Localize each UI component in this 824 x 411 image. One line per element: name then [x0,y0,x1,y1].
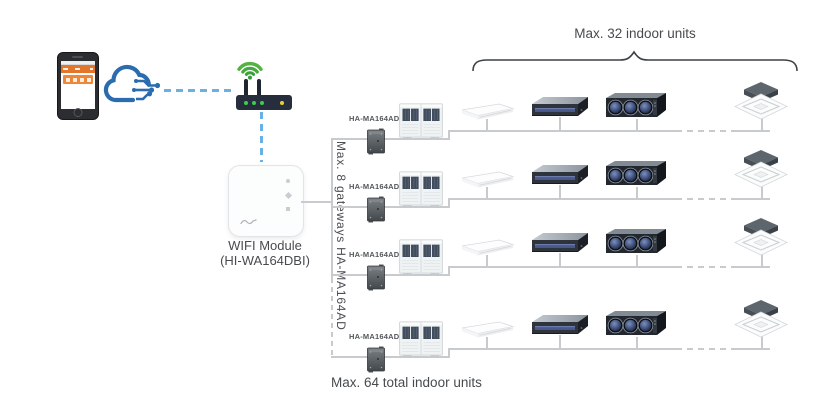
router-module-link [260,112,263,162]
phone-status-bar [61,61,95,65]
indoor-units-brace [472,50,798,72]
iot-cloud-icon [103,64,161,103]
outdoor-unit-icon [398,102,444,140]
total-indoor-units-label: Max. 64 total indoor units [331,375,482,390]
gateway-label: HA-MA164AD [349,250,400,259]
indoor-bus-line [448,266,676,268]
wifi-module-device [228,165,304,237]
unit-drop-line [761,248,763,267]
ducted-indoor-unit-icon [529,161,589,187]
indoor-bus-line-end [734,266,770,268]
gateway-bus-vertical-dashed [331,278,333,358]
cassette-indoor-unit-icon [733,81,789,121]
phone-app-screen [61,61,95,109]
outdoor-unit-icon [398,170,444,208]
wifi-signal-icon [237,62,263,80]
gateway-outdoor-line [331,356,450,358]
wifi-router-icon [236,95,292,110]
unit-drop-line [761,180,763,199]
module-bus-link [301,201,333,203]
indoor-bus-dashed [676,198,734,200]
underceiling-indoor-unit-icon [459,102,515,122]
unit-drop-line [636,337,638,349]
underceiling-indoor-unit-icon [459,320,515,340]
phone-speaker [72,56,83,58]
unit-drop-line [636,187,638,199]
bus-step-line [448,267,450,276]
unit-drop-line [486,337,488,349]
cassette-indoor-unit-icon [733,299,789,339]
unit-drop-line [761,112,763,131]
gateway-label: HA-MA164AD [349,332,400,341]
bus-step-line [448,199,450,208]
wifi-module-model: (HI-WA164DBI) [220,253,310,268]
ducted-indoor-unit-icon [529,93,589,119]
gateway-outdoor-line [331,138,450,140]
router-antenna [257,79,261,96]
indoor-bus-line-end [734,348,770,350]
unit-drop-line [636,119,638,131]
indoor-bus-line [448,198,676,200]
unit-drop-line [486,255,488,267]
unit-drop-line [559,185,561,199]
gateway-row: HA-MA164AD [330,217,810,309]
gateway-row: HA-MA164AD [330,149,810,241]
cassette-indoor-unit-icon [733,149,789,189]
app-header-bar [61,65,95,73]
high-static-ducted-indoor-unit-icon [604,157,668,187]
gateway-label: HA-MA164AD [349,182,400,191]
max-gateways-label: Max. 8 gateways HA-MA164AD [334,141,348,331]
unit-drop-line [559,253,561,267]
wifi-module-title: WIFI Module [228,238,302,253]
gateway-outdoor-line [331,206,450,208]
indoor-bus-dashed [676,266,734,268]
router-led [280,100,284,105]
gateway-row: HA-MA164AD [330,81,810,173]
router-antenna [244,79,248,96]
indoor-bus-dashed [676,348,734,350]
indoor-bus-line [448,348,676,350]
unit-drop-line [761,330,763,349]
router-led [260,100,264,105]
gateway-device-icon [366,346,386,373]
unit-drop-line [486,119,488,131]
gateway-bus-vertical [331,138,333,278]
unit-drop-line [486,187,488,199]
ducted-indoor-unit-icon [529,229,589,255]
app-banner [63,75,93,84]
unit-drop-line [559,335,561,349]
router-led [244,100,248,105]
max-indoor-units-label: Max. 32 indoor units [574,26,696,41]
gateway-outdoor-line [331,274,450,276]
unit-drop-line [559,117,561,131]
high-static-ducted-indoor-unit-icon [604,307,668,337]
gateway-device-icon [366,264,386,291]
indoor-bus-line-end [734,130,770,132]
underceiling-indoor-unit-icon [459,170,515,190]
phone-home-button [73,108,83,117]
module-logo [240,219,257,225]
cassette-indoor-unit-icon [733,217,789,257]
unit-drop-line [636,255,638,267]
module-indicator-icon [286,207,290,211]
gateway-label: HA-MA164AD [349,114,400,123]
outdoor-unit-icon [398,320,444,358]
module-indicator-icon [286,179,290,183]
smartphone-icon [57,52,99,120]
underceiling-indoor-unit-icon [459,238,515,258]
ducted-indoor-unit-icon [529,311,589,337]
cloud-router-link [164,89,236,92]
bus-step-line [448,349,450,358]
gateway-row: HA-MA164AD [330,299,810,391]
bus-step-line [448,131,450,140]
indoor-bus-line-end [734,198,770,200]
indoor-bus-line [448,130,676,132]
outdoor-unit-icon [398,238,444,276]
high-static-ducted-indoor-unit-icon [604,89,668,119]
module-indicator-icon [284,191,293,200]
indoor-bus-dashed [676,130,734,132]
router-led [252,100,256,105]
high-static-ducted-indoor-unit-icon [604,225,668,255]
